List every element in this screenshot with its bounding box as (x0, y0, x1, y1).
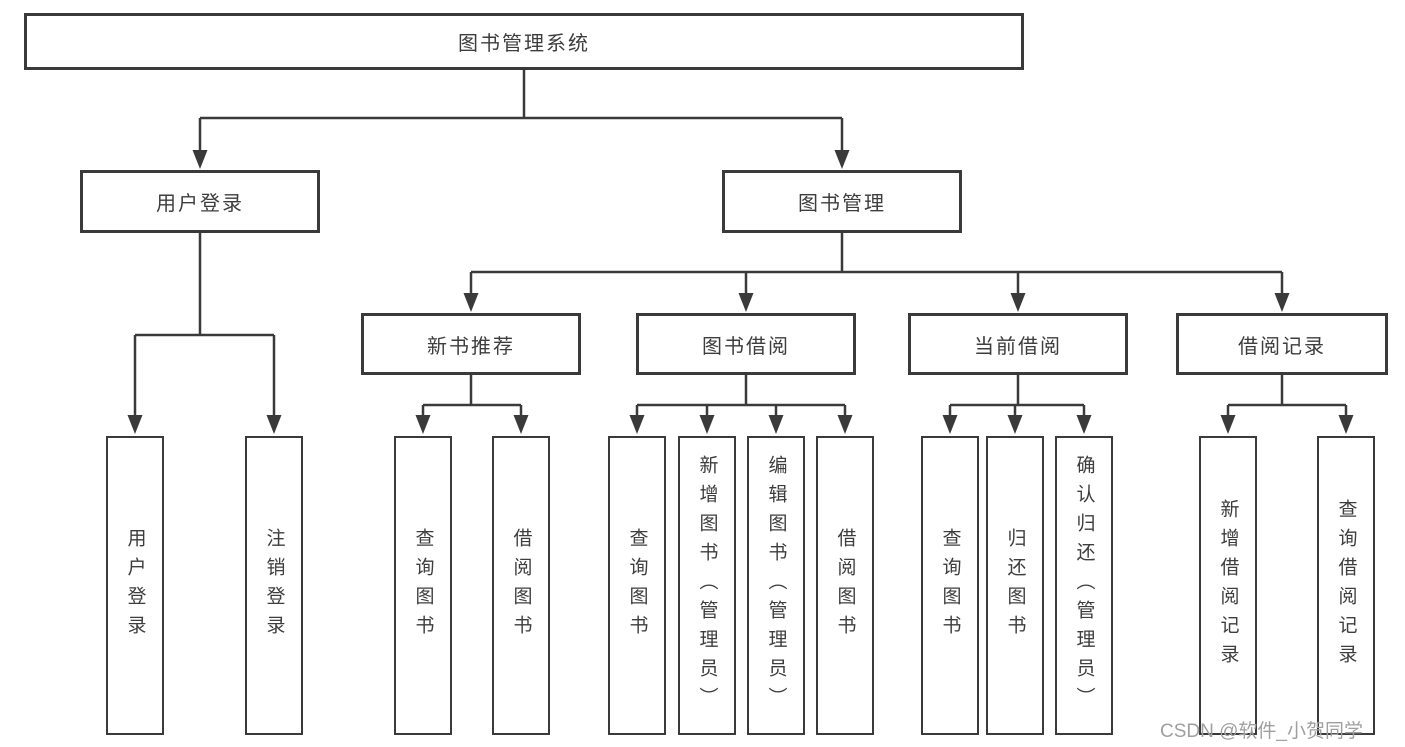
arrowheads (127, 150, 1354, 434)
node-library-system: 图书管理系统 (24, 13, 1024, 70)
leaf-user-login: 用户登录 (106, 436, 164, 735)
node-current-borrowing: 当前借阅 (908, 313, 1128, 375)
leaf-edit-books-admin-label: 编辑图书（管理员） (765, 455, 787, 716)
leaf-logout: 注销登录 (245, 436, 303, 735)
node-borrowing-records-label: 借阅记录 (1238, 335, 1326, 358)
leaf-borrow-books-recommend: 借阅图书 (492, 436, 550, 735)
node-new-book-recommend-label: 新书推荐 (427, 335, 515, 358)
node-book-management-label: 图书管理 (798, 193, 886, 215)
leaf-query-borrow-record-label: 查询借阅记录 (1335, 498, 1357, 673)
node-book-borrowing-label: 图书借阅 (702, 335, 790, 358)
node-book-management: 图书管理 (722, 170, 962, 233)
csdn-watermark: CSDN @软件_小贺同学 (1160, 721, 1363, 742)
leaf-borrow-books-recommend-label: 借阅图书 (510, 527, 532, 644)
leaf-user-login-label: 用户登录 (124, 527, 146, 644)
node-user-login-label: 用户登录 (156, 193, 244, 215)
leaf-query-books-recommend-label: 查询图书 (412, 527, 434, 644)
node-book-borrowing: 图书借阅 (636, 313, 856, 375)
leaf-query-books-current: 查询图书 (921, 436, 979, 735)
leaf-confirm-return-admin-label: 确认归还（管理员） (1073, 455, 1095, 716)
leaf-query-books-recommend: 查询图书 (394, 436, 452, 735)
leaf-query-books-current-label: 查询图书 (939, 527, 961, 644)
leaf-edit-books-admin: 编辑图书（管理员） (747, 436, 805, 735)
node-new-book-recommend: 新书推荐 (361, 313, 581, 375)
leaf-query-books-borrowing-label: 查询图书 (626, 527, 648, 644)
node-library-system-label: 图书管理系统 (458, 33, 590, 55)
leaf-confirm-return-admin: 确认归还（管理员） (1055, 436, 1113, 735)
leaf-query-books-borrowing: 查询图书 (608, 436, 666, 735)
leaf-add-books-admin-label: 新增图书（管理员） (696, 455, 718, 716)
node-current-borrowing-label: 当前借阅 (974, 335, 1062, 358)
leaf-add-borrow-record-label: 新增借阅记录 (1217, 498, 1239, 673)
leaf-borrow-books-borrowing-label: 借阅图书 (834, 527, 856, 644)
leaf-add-borrow-record: 新增借阅记录 (1199, 436, 1257, 735)
leaf-return-books: 归还图书 (986, 436, 1044, 735)
leaf-logout-label: 注销登录 (263, 527, 285, 644)
leaf-query-borrow-record: 查询借阅记录 (1317, 436, 1375, 735)
leaf-add-books-admin: 新增图书（管理员） (678, 436, 736, 735)
leaf-return-books-label: 归还图书 (1004, 527, 1026, 644)
node-borrowing-records: 借阅记录 (1176, 313, 1388, 375)
leaf-borrow-books-borrowing: 借阅图书 (816, 436, 874, 735)
node-user-login: 用户登录 (80, 170, 320, 233)
